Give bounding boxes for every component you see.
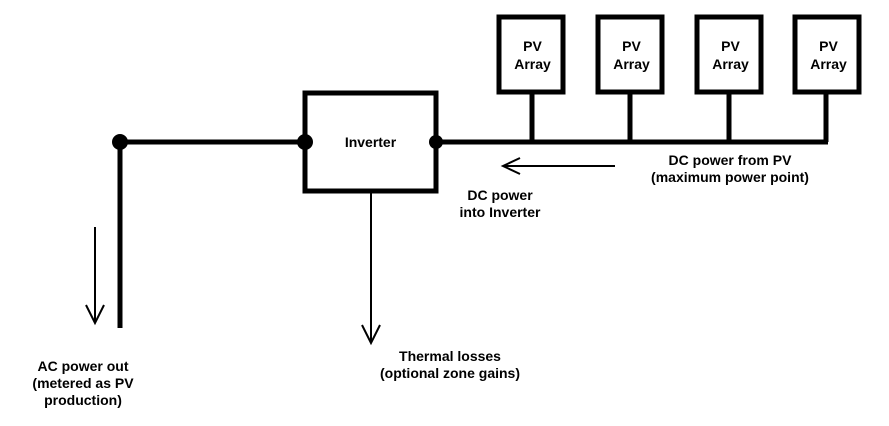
pv-array-label-line1: PV <box>622 38 641 54</box>
dc-into-inverter-line2: into Inverter <box>459 204 541 220</box>
ac-power-arrow <box>85 227 105 326</box>
inverter-box <box>302 90 439 194</box>
ac-power-out-line3: production) <box>44 392 122 408</box>
pv-array-box-3 <box>694 14 764 95</box>
dc-flow-arrow <box>500 157 615 175</box>
ac-power-out-line1: AC power out <box>37 358 129 374</box>
dc-from-pv-line1: DC power from PV <box>668 152 792 168</box>
dc-from-pv-label: DC power from PV (maximum power point) <box>620 152 840 186</box>
pv-array-label-line2: Array <box>810 56 847 72</box>
dc-from-pv-line2: (maximum power point) <box>651 169 809 185</box>
ac-power-out-label: AC power out (metered as PV production) <box>18 358 148 409</box>
thermal-losses-label: Thermal losses (optional zone gains) <box>365 348 535 382</box>
pv-array-label-line1: PV <box>523 38 542 54</box>
thermal-losses-line2: (optional zone gains) <box>380 365 520 381</box>
pv-array-label-line2: Array <box>712 56 749 72</box>
dc-into-inverter-line1: DC power <box>467 187 533 203</box>
pv-array-label-line1: PV <box>819 38 838 54</box>
ac-junction-dot <box>112 134 128 150</box>
ac-power-out-line2: (metered as PV <box>32 375 134 391</box>
pv-array-label-1: PV Array <box>499 37 566 73</box>
pv-array-label-line1: PV <box>721 38 740 54</box>
pv-array-label-3: PV Array <box>697 37 764 73</box>
dc-into-inverter-label: DC power into Inverter <box>445 187 555 221</box>
pv-array-box-1 <box>496 14 566 95</box>
pv-array-box-4 <box>792 14 862 95</box>
pv-array-label-line2: Array <box>613 56 650 72</box>
inverter-ac-terminal-dot <box>297 134 313 150</box>
pv-array-box-2 <box>595 14 665 95</box>
pv-array-label-line2: Array <box>514 56 551 72</box>
pv-array-label-2: PV Array <box>598 37 665 73</box>
inverter-label: Inverter <box>344 134 397 150</box>
pv-array-label-4: PV Array <box>795 37 862 73</box>
thermal-losses-line1: Thermal losses <box>399 348 501 364</box>
thermal-loss-arrow <box>361 192 381 346</box>
